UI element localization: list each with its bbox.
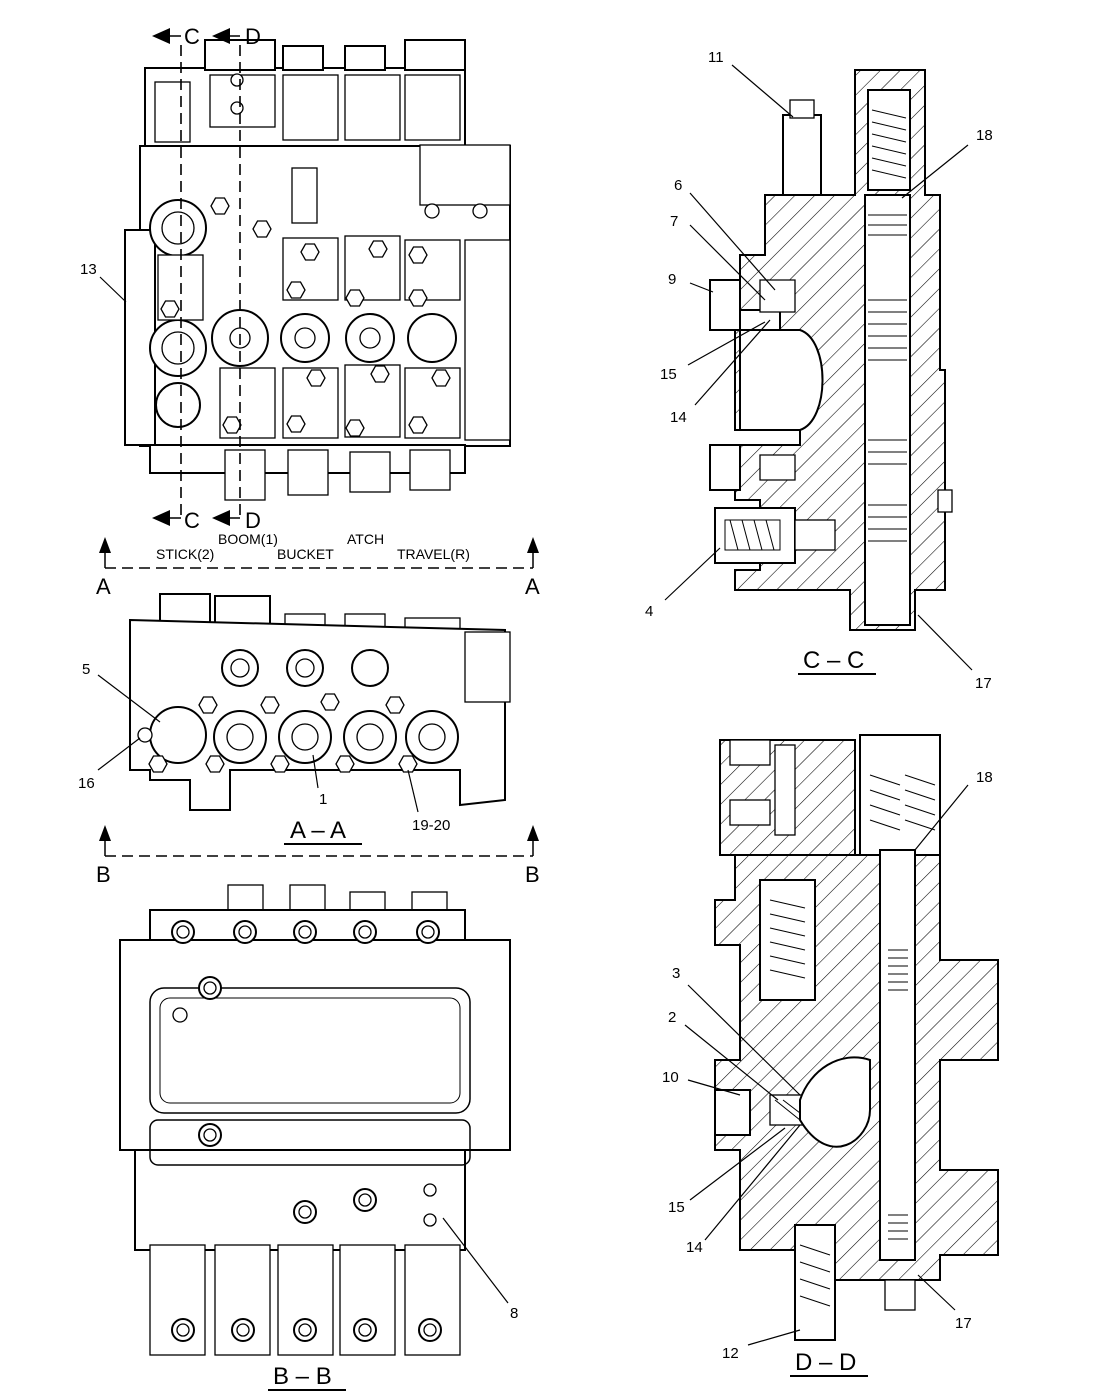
callout-6: 6: [674, 177, 682, 194]
section-c-marker-top: C: [184, 24, 200, 49]
callout-8: 8: [510, 1305, 518, 1322]
callout-11: 11: [708, 49, 724, 66]
callout-18-cc: 18: [976, 127, 993, 144]
section-b-marker-right: B: [525, 862, 540, 887]
view-b-b: 8 B – B: [119, 884, 518, 1391]
callout-19-20: 19-20: [412, 817, 450, 834]
callout-5: 5: [82, 661, 90, 678]
view-title-c-c: C – C: [803, 647, 864, 674]
callout-4: 4: [645, 603, 653, 620]
callout-15-dd: 15: [668, 1199, 685, 1216]
spool-label-bucket: BUCKET: [277, 546, 334, 562]
view-a-a: 5 16 1 19-20 A – A: [78, 593, 511, 845]
spool-label-boom1: BOOM(1): [218, 531, 278, 547]
view-title-a-a: A – A: [290, 817, 346, 844]
callout-16: 16: [78, 775, 95, 792]
callout-17-dd: 17: [955, 1315, 972, 1332]
section-a-marker-right: A: [525, 574, 540, 599]
section-line-a: A A: [96, 537, 540, 599]
callout-3: 3: [672, 965, 680, 982]
spool-label-stick2: STICK(2): [156, 546, 214, 562]
view-title-b-b: B – B: [273, 1363, 332, 1390]
callout-2: 2: [668, 1009, 676, 1026]
spool-label-atch: ATCH: [347, 531, 384, 547]
callout-1: 1: [319, 791, 327, 808]
callout-15-cc: 15: [660, 366, 677, 383]
section-c-marker-bottom: C: [184, 508, 200, 533]
callout-9: 9: [668, 271, 676, 288]
callout-17-cc: 17: [975, 675, 992, 692]
top-view: C D C D 13 BOOM(1) ATCH STICK(2) BUCKET …: [80, 24, 511, 562]
section-a-marker-left: A: [96, 574, 111, 599]
callout-13: 13: [80, 261, 97, 278]
callout-18-dd: 18: [976, 769, 993, 786]
section-c-c: 11 18 6 7 9 15 14 4 17 C – C: [645, 49, 993, 692]
section-d-marker-bottom: D: [245, 508, 261, 533]
callout-14-cc: 14: [670, 409, 687, 426]
section-line-b: B B: [96, 825, 540, 887]
section-d-d: 18 3 2 10 15 14 17 12 D – D: [662, 734, 999, 1377]
callout-7: 7: [670, 213, 678, 230]
callout-10: 10: [662, 1069, 679, 1086]
section-d-marker-top: D: [245, 24, 261, 49]
spool-label-travel-r: TRAVEL(R): [397, 546, 470, 562]
callout-14-dd: 14: [686, 1239, 703, 1256]
section-b-marker-left: B: [96, 862, 111, 887]
view-title-d-d: D – D: [795, 1349, 856, 1376]
callout-12: 12: [722, 1345, 739, 1362]
